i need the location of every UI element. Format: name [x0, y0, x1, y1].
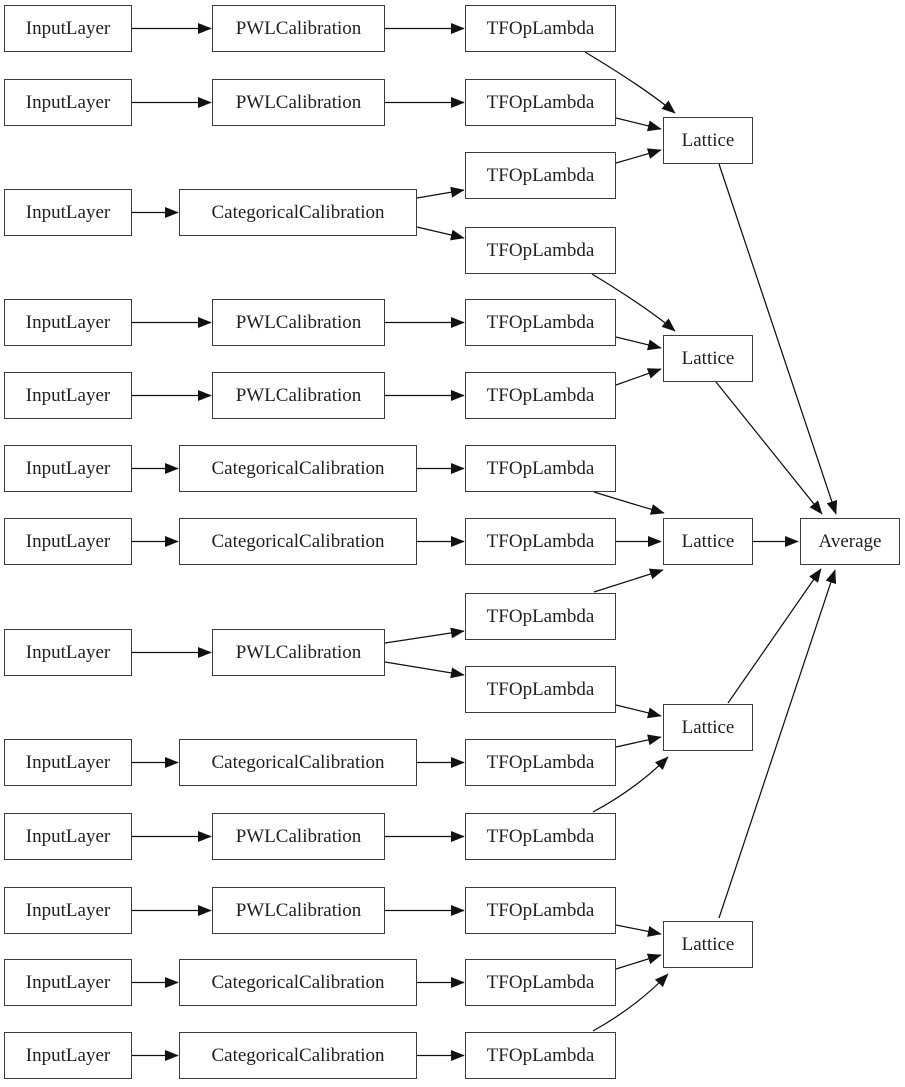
edge-tf10-lattice4	[615, 704, 662, 719]
edge-pwl5-tf9	[384, 627, 465, 644]
node-pwlcalibration-6: PWLCalibration	[212, 813, 385, 860]
node-tfoplambda-14: TFOpLambda	[465, 959, 616, 1006]
node-inputlayer-11: InputLayer	[4, 887, 132, 934]
node-lattice-2: Lattice	[663, 335, 753, 382]
node-pwlcalibration-2: PWLCalibration	[212, 79, 385, 126]
node-categoricalcalibration-1: CategoricalCalibration	[179, 189, 417, 236]
node-pwlcalibration-7: PWLCalibration	[212, 887, 385, 934]
node-tfoplambda-2: TFOpLambda	[465, 79, 616, 126]
edge-tf1-lattice1	[584, 51, 676, 114]
edge-tf9-lattice3	[593, 568, 664, 593]
node-tfoplambda-1: TFOpLambda	[465, 5, 616, 52]
node-tfoplambda-8: TFOpLambda	[465, 518, 616, 565]
node-inputlayer-5: InputLayer	[4, 372, 132, 419]
node-lattice-5: Lattice	[663, 921, 753, 968]
node-categoricalcalibration-4: CategoricalCalibration	[179, 739, 417, 786]
edge-cc1-tf3	[416, 186, 465, 199]
node-lattice-3: Lattice	[663, 518, 753, 565]
edge-tf12-lattice4	[592, 756, 669, 813]
node-inputlayer-1: InputLayer	[4, 5, 132, 52]
node-average: Average	[800, 518, 900, 565]
node-inputlayer-9: InputLayer	[4, 739, 132, 786]
edge-cc1-tf4	[416, 226, 465, 241]
node-pwlcalibration-1: PWLCalibration	[212, 5, 385, 52]
node-tfoplambda-6: TFOpLambda	[465, 372, 616, 419]
node-inputlayer-10: InputLayer	[4, 813, 132, 860]
edge-lattice5-average	[718, 569, 837, 919]
edge-tf6-lattice2	[615, 368, 662, 386]
edge-tf5-lattice2	[615, 336, 662, 351]
node-tfoplambda-9: TFOpLambda	[465, 593, 616, 640]
node-inputlayer-4: InputLayer	[4, 299, 132, 346]
edge-lattice2-average	[715, 381, 823, 515]
node-categoricalcalibration-3: CategoricalCalibration	[179, 518, 417, 565]
edge-lattice4-average	[727, 568, 822, 704]
node-pwlcalibration-4: PWLCalibration	[212, 372, 385, 419]
node-inputlayer-13: InputLayer	[4, 1032, 132, 1079]
node-tfoplambda-12: TFOpLambda	[465, 813, 616, 860]
edge-tf14-lattice5	[615, 953, 662, 970]
node-tfoplambda-7: TFOpLambda	[465, 445, 616, 492]
edge-tf4-lattice2	[591, 273, 676, 332]
node-lattice-4: Lattice	[663, 704, 753, 751]
node-pwlcalibration-3: PWLCalibration	[212, 299, 385, 346]
edge-tf3-lattice1	[615, 148, 662, 164]
node-lattice-1: Lattice	[663, 117, 753, 164]
node-tfoplambda-11: TFOpLambda	[465, 739, 616, 786]
edge-tf7-lattice3	[593, 491, 665, 515]
node-categoricalcalibration-2: CategoricalCalibration	[179, 445, 417, 492]
edge-tf15-lattice5	[592, 973, 669, 1032]
node-tfoplambda-4: TFOpLambda	[465, 227, 616, 274]
node-categoricalcalibration-5: CategoricalCalibration	[179, 959, 417, 1006]
node-inputlayer-6: InputLayer	[4, 445, 132, 492]
node-tfoplambda-13: TFOpLambda	[465, 887, 616, 934]
node-inputlayer-12: InputLayer	[4, 959, 132, 1006]
node-tfoplambda-5: TFOpLambda	[465, 299, 616, 346]
edge-tf11-lattice4	[615, 734, 662, 748]
node-tfoplambda-10: TFOpLambda	[465, 666, 616, 713]
node-tfoplambda-3: TFOpLambda	[465, 152, 616, 199]
node-inputlayer-3: InputLayer	[4, 189, 132, 236]
edge-tf13-lattice5	[615, 924, 662, 937]
node-tfoplambda-15: TFOpLambda	[465, 1032, 616, 1079]
node-pwlcalibration-5: PWLCalibration	[212, 629, 385, 676]
node-inputlayer-7: InputLayer	[4, 518, 132, 565]
node-categoricalcalibration-6: CategoricalCalibration	[179, 1032, 417, 1079]
node-inputlayer-8: InputLayer	[4, 629, 132, 676]
edge-tf2-lattice1	[615, 117, 662, 132]
edge-lattice1-average	[718, 163, 838, 515]
node-inputlayer-2: InputLayer	[4, 79, 132, 126]
edge-pwl5-tf10	[384, 661, 465, 679]
